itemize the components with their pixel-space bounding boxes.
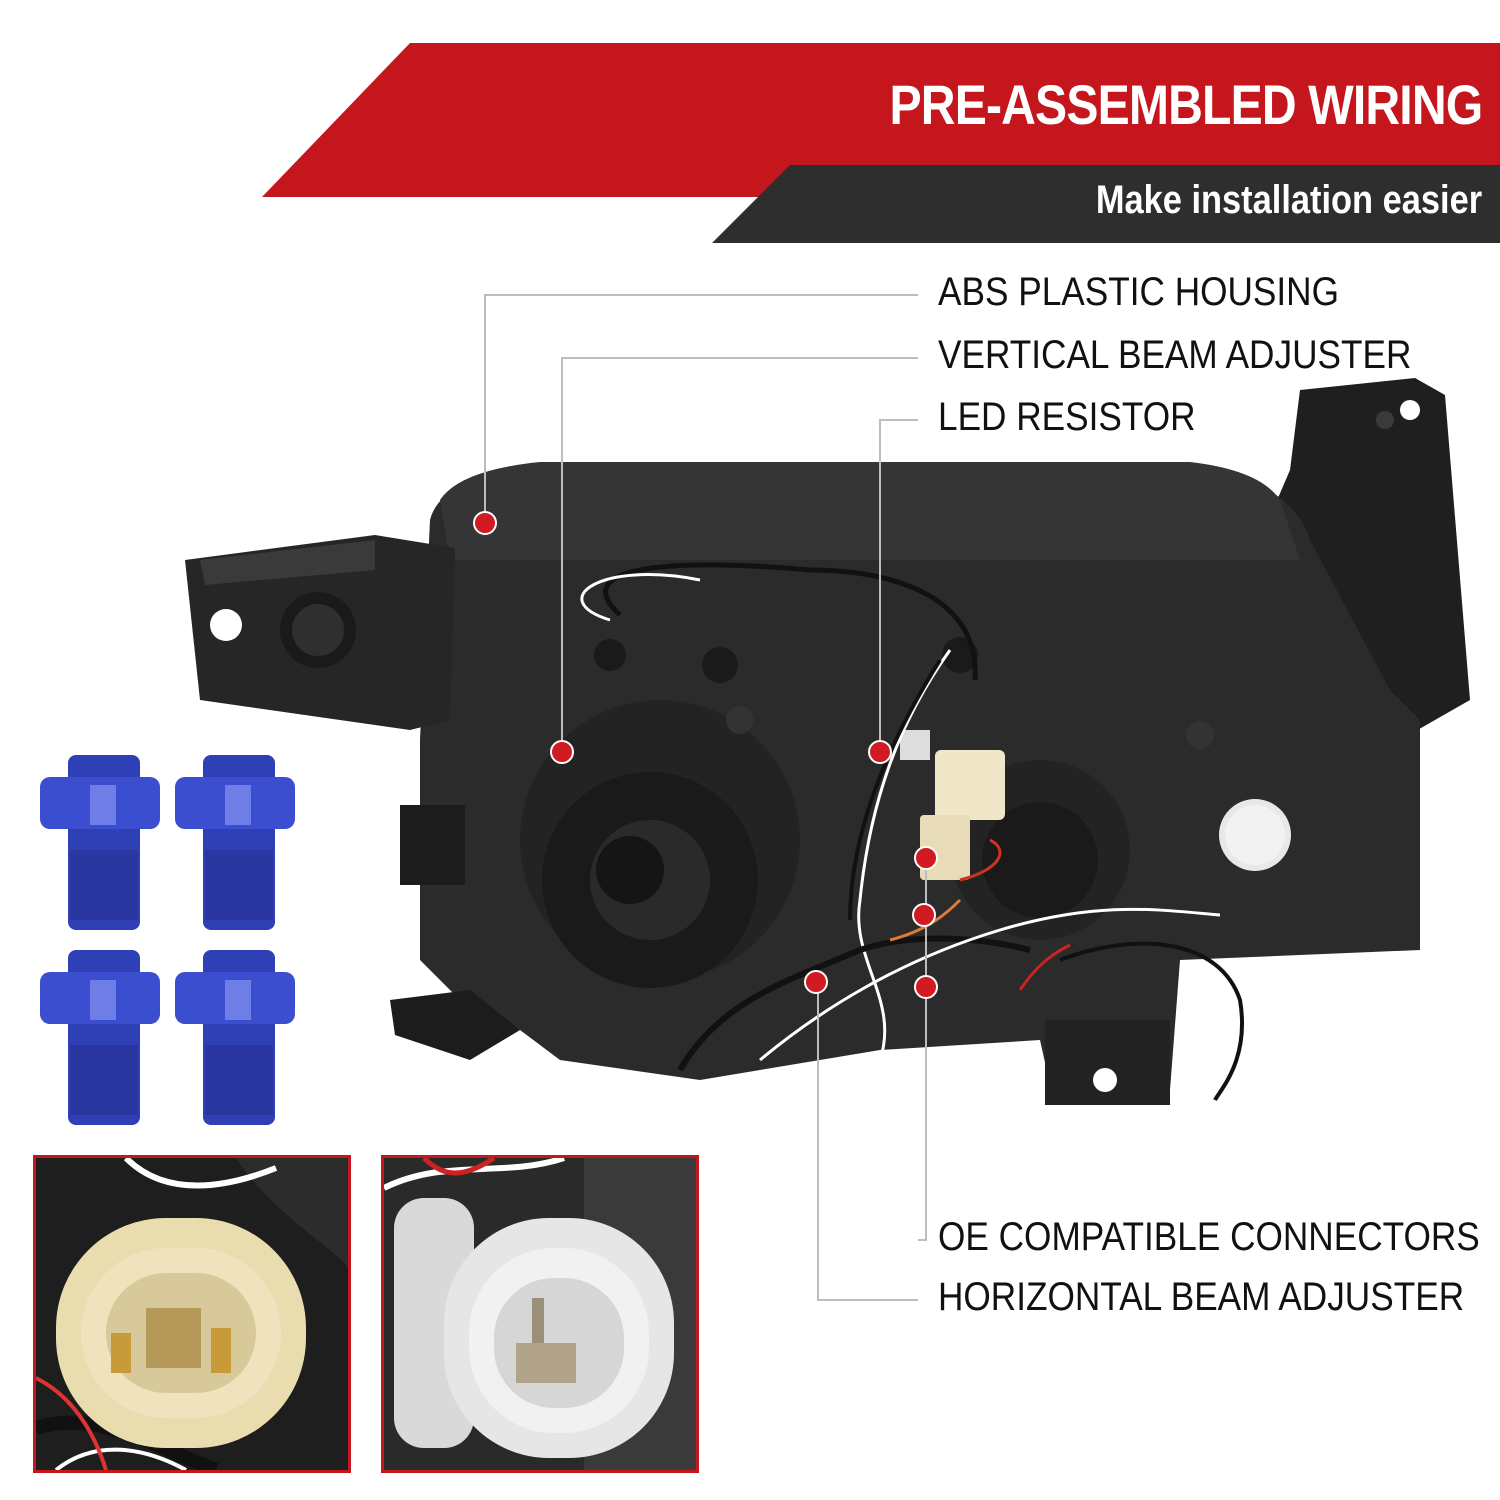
callout-oe-connectors: OE COMPATIBLE CONNECTORS [938, 1215, 1480, 1259]
banner-subtitle: Make installation easier [1095, 178, 1482, 222]
leader-horizontal-adjuster [817, 982, 918, 1301]
marker-abs-housing [473, 511, 497, 535]
callout-horizontal-adjuster: HORIZONTAL BEAM ADJUSTER [938, 1275, 1465, 1319]
connector-closeup-image [33, 1155, 351, 1473]
marker-led-resistor [868, 740, 892, 764]
marker-connector-a [914, 846, 938, 870]
callout-led-resistor: LED RESISTOR [938, 395, 1196, 439]
connector-closeup-image [381, 1155, 699, 1473]
banner-title: PRE-ASSEMBLED WIRING [889, 73, 1483, 136]
callout-vertical-adjuster: VERTICAL BEAM ADJUSTER [938, 333, 1412, 377]
tap-connector-icon [40, 755, 160, 930]
callout-markers [473, 511, 938, 999]
headlight-housing-image [185, 378, 1470, 1105]
header-banner [262, 43, 1500, 243]
callout-abs-housing: ABS PLASTIC HOUSING [938, 270, 1339, 314]
marker-horizontal-adjuster [804, 970, 828, 994]
marker-vertical-adjuster [550, 740, 574, 764]
leader-vertical-adjuster [561, 357, 918, 752]
leader-abs-housing [484, 294, 918, 523]
leader-led-resistor [879, 419, 918, 752]
banner-red-stripe [262, 43, 1500, 197]
tap-connector-icon [175, 950, 295, 1125]
marker-connector-b [912, 903, 936, 927]
tap-connector-icon [40, 950, 160, 1125]
banner-dark-stripe [712, 165, 1500, 243]
tap-connectors [40, 755, 295, 1125]
marker-connector-c [914, 975, 938, 999]
tap-connector-icon [175, 755, 295, 930]
